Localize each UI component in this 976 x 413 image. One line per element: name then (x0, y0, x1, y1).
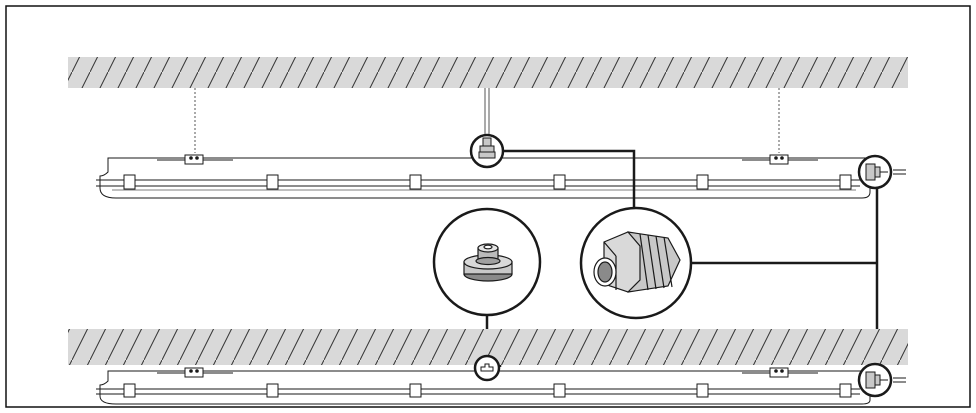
cable-plug-icon (480, 363, 494, 372)
gland-detail (579, 206, 693, 320)
upper-suspension (194, 88, 780, 153)
upper-cable-entry (469, 133, 505, 169)
lower-luminaire (96, 370, 871, 405)
upper-clips (123, 174, 852, 190)
cable-gland-top-icon (478, 137, 496, 159)
upper-end-connector (857, 154, 906, 190)
lower-cable-entry (473, 354, 501, 382)
upper-luminaire (96, 157, 871, 199)
end-connector-icon (865, 371, 888, 389)
end-connector-icon (865, 163, 888, 181)
lower-clips (123, 383, 852, 398)
lower-mounting-brackets (157, 367, 818, 378)
upper-mounting-brackets (157, 154, 818, 165)
cable-gland-detail-icon (593, 231, 681, 293)
upper-ceiling (68, 57, 908, 88)
lower-end-connector (857, 362, 906, 398)
grommet-detail-icon (463, 243, 513, 282)
